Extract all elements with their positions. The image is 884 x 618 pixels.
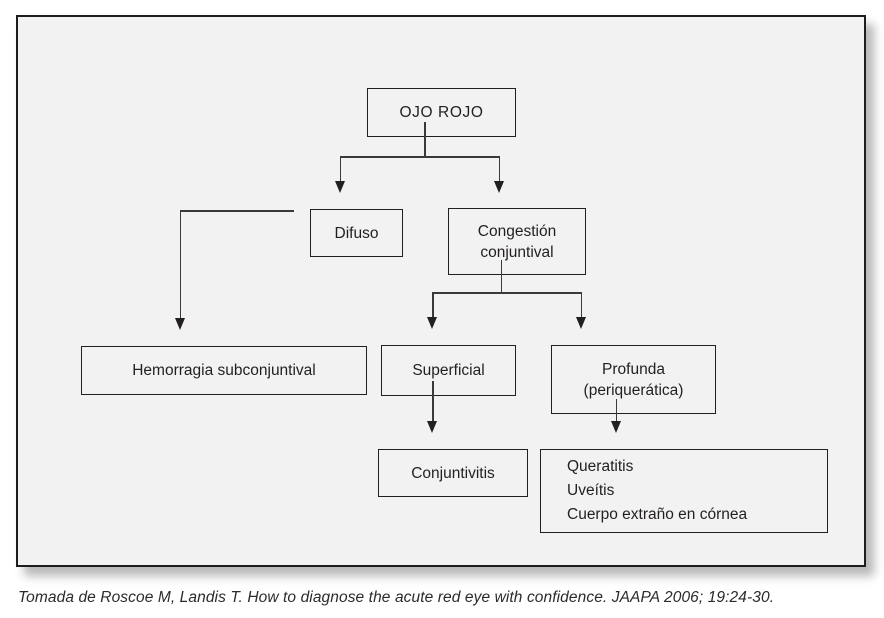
node-label: Difuso (334, 224, 379, 242)
connector-difuso-left (180, 210, 294, 212)
node-label: Conjuntivitis (411, 464, 495, 482)
arrowhead-superficial (427, 317, 437, 329)
arrowhead-hemorragia (174, 318, 185, 330)
node-congestion-conjuntival: Congestión conjuntival (448, 208, 586, 275)
node-label: Hemorragia subconjuntival (132, 362, 316, 379)
node-ojo-rojo: OJO ROJO (367, 88, 516, 137)
connector-to-hemorragia (179, 210, 181, 320)
node-label: Profunda (periquerática) (583, 360, 684, 399)
connector-to-difuso (339, 156, 341, 184)
arrowhead-conjuntivitis (427, 421, 437, 433)
connector-ojo-split (340, 156, 500, 158)
connector-congestion-split (432, 292, 582, 294)
node-label: Superficial (412, 362, 485, 379)
source-caption: Tomada de Roscoe M, Landis T. How to dia… (18, 589, 775, 606)
node-label: OJO ROJO (399, 104, 484, 121)
connector-ojo-stem (424, 122, 426, 158)
connector-to-grupo (615, 399, 617, 423)
node-hemorragia-subconjuntival: Hemorragia subconjuntival (81, 346, 367, 395)
node-superficial: Superficial (381, 345, 516, 396)
node-queratitis-group: Queratitis Uveítis Cuerpo extraño en cór… (540, 449, 828, 533)
arrowhead-difuso (334, 181, 345, 193)
connector-to-profunda (580, 292, 582, 319)
arrowhead-grupo (610, 421, 621, 433)
arrowhead-congestion (493, 181, 504, 193)
connector-congestion-stem (500, 260, 502, 293)
node-difuso: Difuso (310, 209, 403, 257)
node-conjuntivitis: Conjuntivitis (378, 449, 528, 497)
node-profunda-periqueratica: Profunda (periquerática) (551, 345, 716, 414)
connector-to-conjuntivitis (432, 381, 434, 423)
arrowhead-profunda (575, 317, 586, 329)
connector-to-superficial (432, 292, 434, 319)
connector-to-congestion (498, 156, 500, 184)
node-label: Congestión conjuntival (477, 222, 557, 261)
diagram-panel: OJO ROJO Difuso Congestión conjuntival H… (16, 15, 866, 567)
node-label: Queratitis Uveítis Cuerpo extraño en cór… (567, 458, 748, 523)
